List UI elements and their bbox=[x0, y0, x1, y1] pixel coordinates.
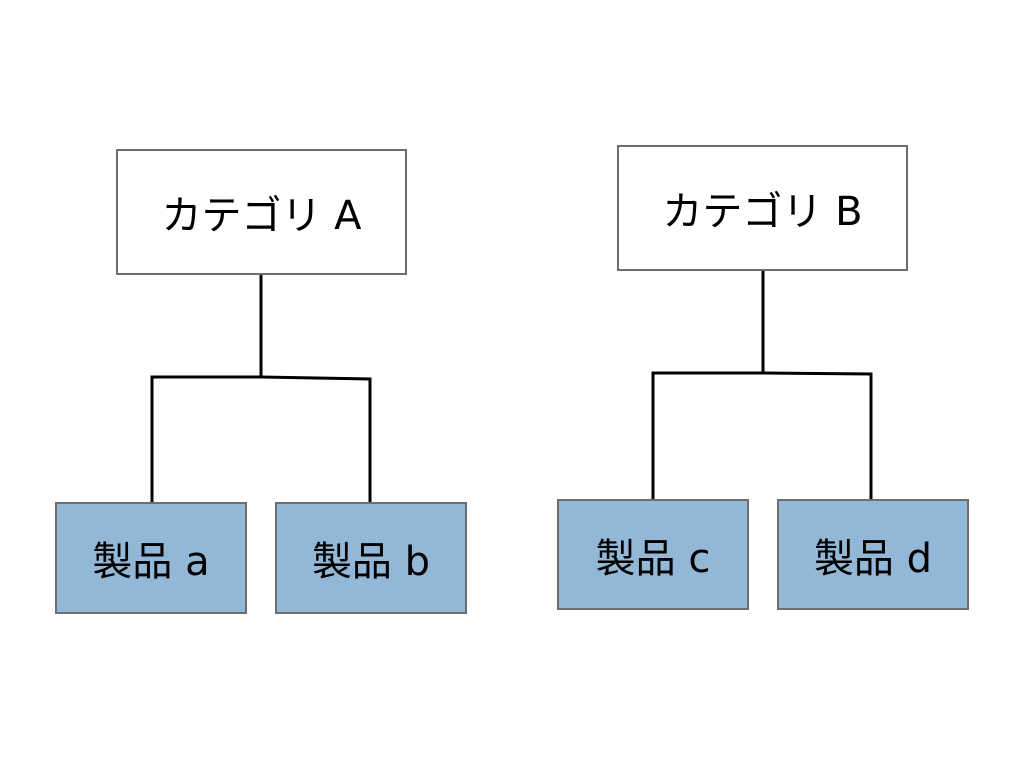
category-b-node: カテゴリ B bbox=[617, 145, 908, 271]
connector-product-c bbox=[651, 371, 763, 499]
product-a-node: 製品 a bbox=[55, 502, 247, 614]
product-c-label: 製品 c bbox=[595, 535, 711, 582]
product-b-node: 製品 b bbox=[275, 502, 467, 614]
connector-product-d bbox=[762, 371, 873, 499]
category-a-node: カテゴリ A bbox=[116, 149, 407, 275]
connector-product-a bbox=[150, 375, 261, 502]
connector-product-b bbox=[260, 375, 372, 502]
product-c-node: 製品 c bbox=[557, 499, 749, 610]
product-d-node: 製品 d bbox=[777, 499, 969, 610]
product-d-label: 製品 d bbox=[813, 535, 933, 582]
category-b-label: カテゴリ B bbox=[662, 189, 863, 235]
category-a-label: カテゴリ A bbox=[161, 193, 362, 239]
product-a-label: 製品 a bbox=[92, 539, 210, 585]
product-b-label: 製品 b bbox=[311, 539, 431, 585]
